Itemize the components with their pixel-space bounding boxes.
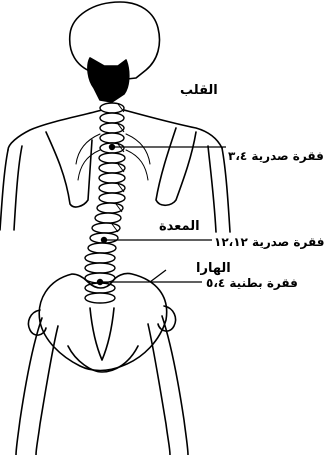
label-heart: القلب — [180, 84, 218, 97]
left-scapula — [46, 132, 92, 207]
marker-l45 — [97, 279, 103, 285]
right-femur — [148, 316, 188, 455]
label-lumbar-4-5: فقرة بطنية ٥،٤ — [206, 277, 298, 289]
right-humerus — [208, 146, 230, 232]
label-stomach: المعدة — [159, 220, 200, 233]
cervical-vertebrae — [88, 58, 129, 102]
marker-t34 — [109, 144, 115, 150]
label-hara: الهارا — [196, 262, 231, 275]
right-scapula — [156, 128, 196, 205]
sacrum — [90, 308, 114, 360]
left-shoulder — [8, 110, 102, 150]
left-femur — [16, 318, 58, 455]
label-thoracic-11-12: فقرة صدرية ١٢،١٢ — [214, 236, 324, 248]
spine — [85, 103, 125, 303]
pointer-hara-diag — [150, 270, 166, 282]
marker-t1112 — [101, 237, 107, 243]
label-thoracic-3-4: فقرة صدرية ٣،٤ — [228, 150, 324, 162]
left-humerus — [0, 146, 22, 230]
